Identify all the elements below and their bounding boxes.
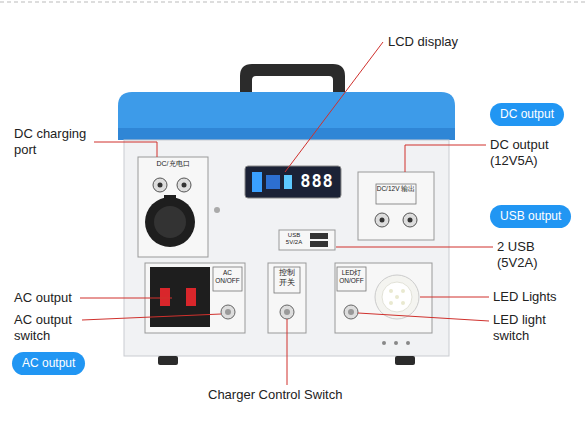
callout-label: 2 USB (5V2A)	[497, 239, 555, 270]
panel-text: 控制 开关	[274, 268, 300, 288]
callout-label: LED Lights	[493, 289, 578, 305]
callout-label: DC output (12V5A)	[490, 137, 562, 168]
panel-text: DC/充电口	[140, 160, 206, 168]
panel-text: LED灯 ON/OFF	[337, 269, 366, 285]
lcd-digits: 888	[296, 171, 338, 191]
panel-text: DC/12V 输出	[376, 185, 416, 193]
panel-text: AC ON/OFF	[213, 269, 242, 285]
callout-label: LCD display	[388, 34, 508, 50]
panel-text: USB 5V/2A	[280, 232, 308, 246]
category-pill: AC output	[12, 352, 85, 375]
callout-label: LED light switch	[493, 312, 565, 343]
category-pill: USB output	[490, 205, 571, 228]
callout-label: AC output switch	[14, 312, 94, 343]
callout-label: AC output	[14, 290, 94, 306]
callout-label: DC charging port	[14, 126, 94, 157]
pill-text: USB output	[500, 208, 561, 225]
pill-text: DC output	[500, 106, 554, 123]
pill-text: AC output	[22, 355, 75, 372]
category-pill: DC output	[490, 103, 564, 126]
callout-label: Charger Control Switch	[208, 387, 378, 403]
